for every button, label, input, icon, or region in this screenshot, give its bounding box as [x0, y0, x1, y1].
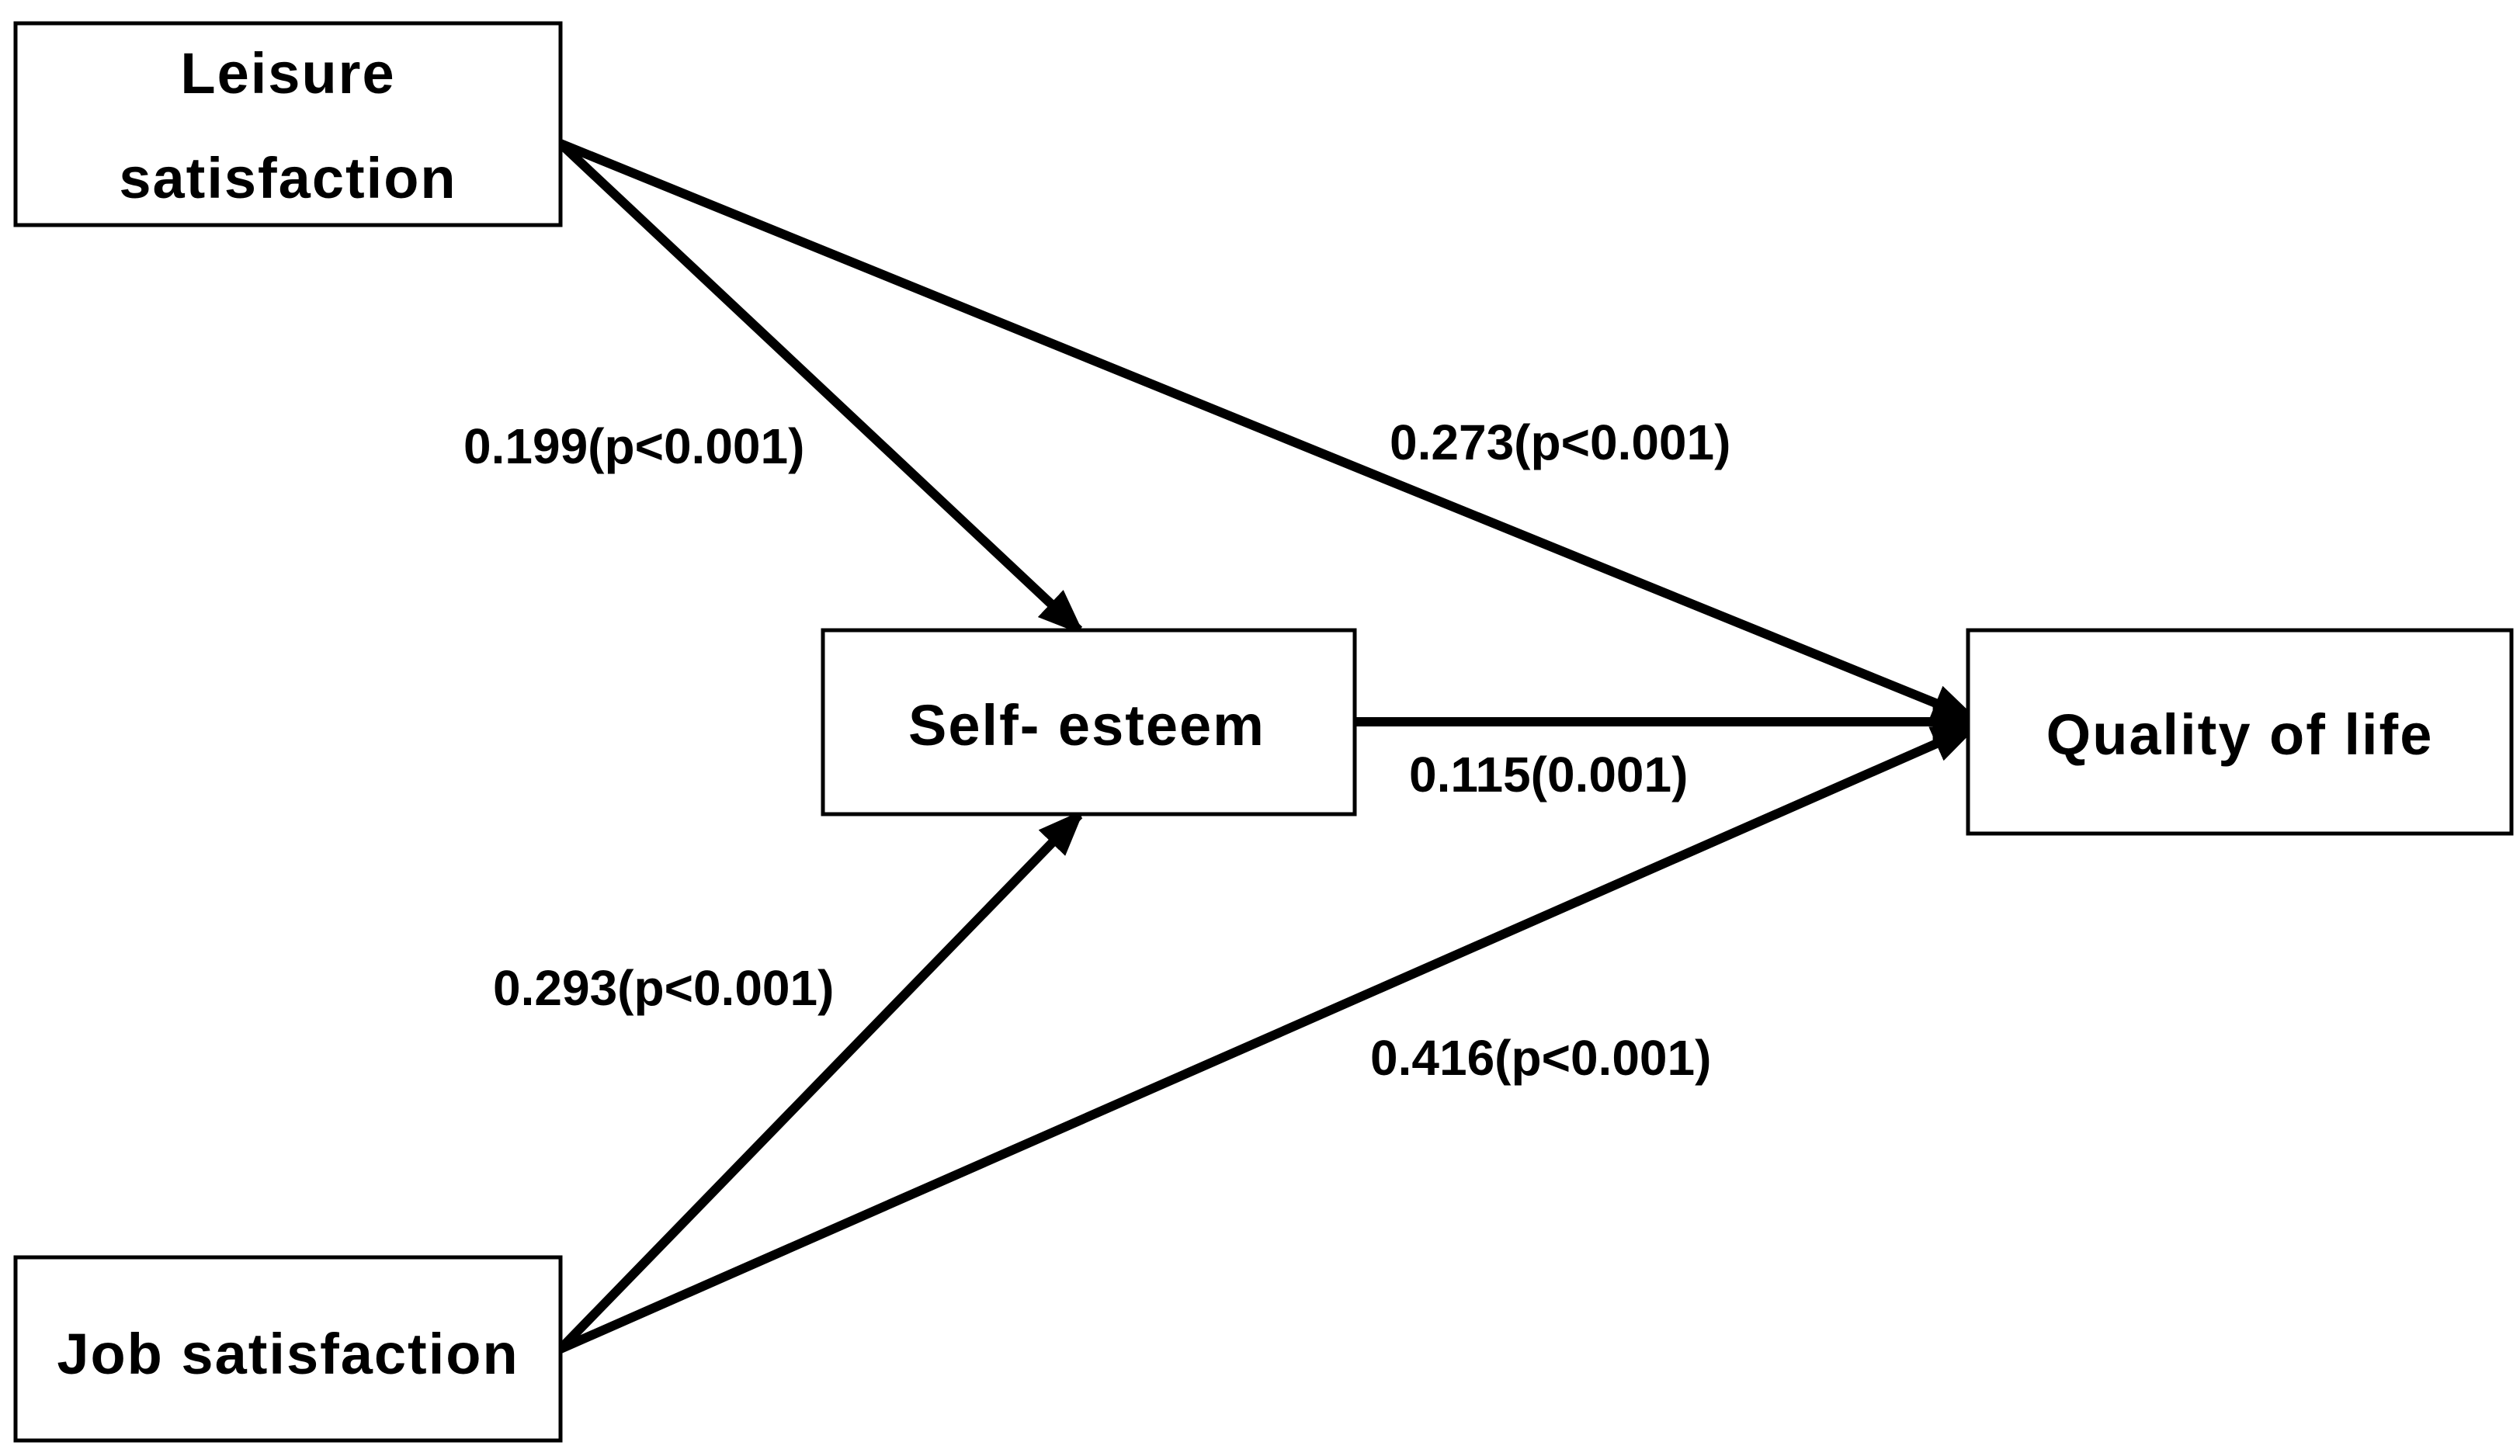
node-job-satisfaction-box: [13, 1255, 563, 1443]
node-quality-of-life-label: Quality of life: [2046, 702, 2434, 767]
node-job-satisfaction-label: Job satisfaction: [57, 1322, 519, 1386]
edge-label-job-to-self-esteem: 0.293(p<0.001): [493, 960, 834, 1016]
node-job-satisfaction: Job satisfaction: [13, 1255, 563, 1443]
node-leisure-satisfaction-box: [13, 21, 563, 227]
node-self-esteem-box: [821, 628, 1357, 816]
node-leisure-satisfaction-line1: Leisure: [180, 41, 395, 106]
edge-label-job-to-quality: 0.416(p<0.001): [1370, 1030, 1711, 1086]
edge-label-self-esteem-to-quality: 0.115(0.001): [1409, 747, 1688, 803]
edge-label-leisure-to-self-esteem: 0.199(p<0.001): [463, 418, 804, 474]
edge-label-leisure-to-quality: 0.273(p<0.001): [1390, 414, 1730, 470]
edge-job-to-quality: [558, 723, 1979, 1354]
edge-job-to-self-esteem: [557, 809, 1085, 1353]
edge-leisure-to-self-esteem: [557, 140, 1085, 636]
node-leisure-satisfaction: Leisure satisfaction: [13, 21, 563, 227]
node-self-esteem-label: Self- esteem: [908, 693, 1265, 757]
edge-leisure-to-quality: [558, 139, 1979, 723]
node-leisure-satisfaction-line2: satisfaction: [119, 146, 456, 210]
node-quality-of-life: Quality of life: [1966, 628, 2514, 836]
node-self-esteem: Self- esteem: [821, 628, 1357, 816]
node-quality-of-life-box: [1966, 628, 2514, 836]
